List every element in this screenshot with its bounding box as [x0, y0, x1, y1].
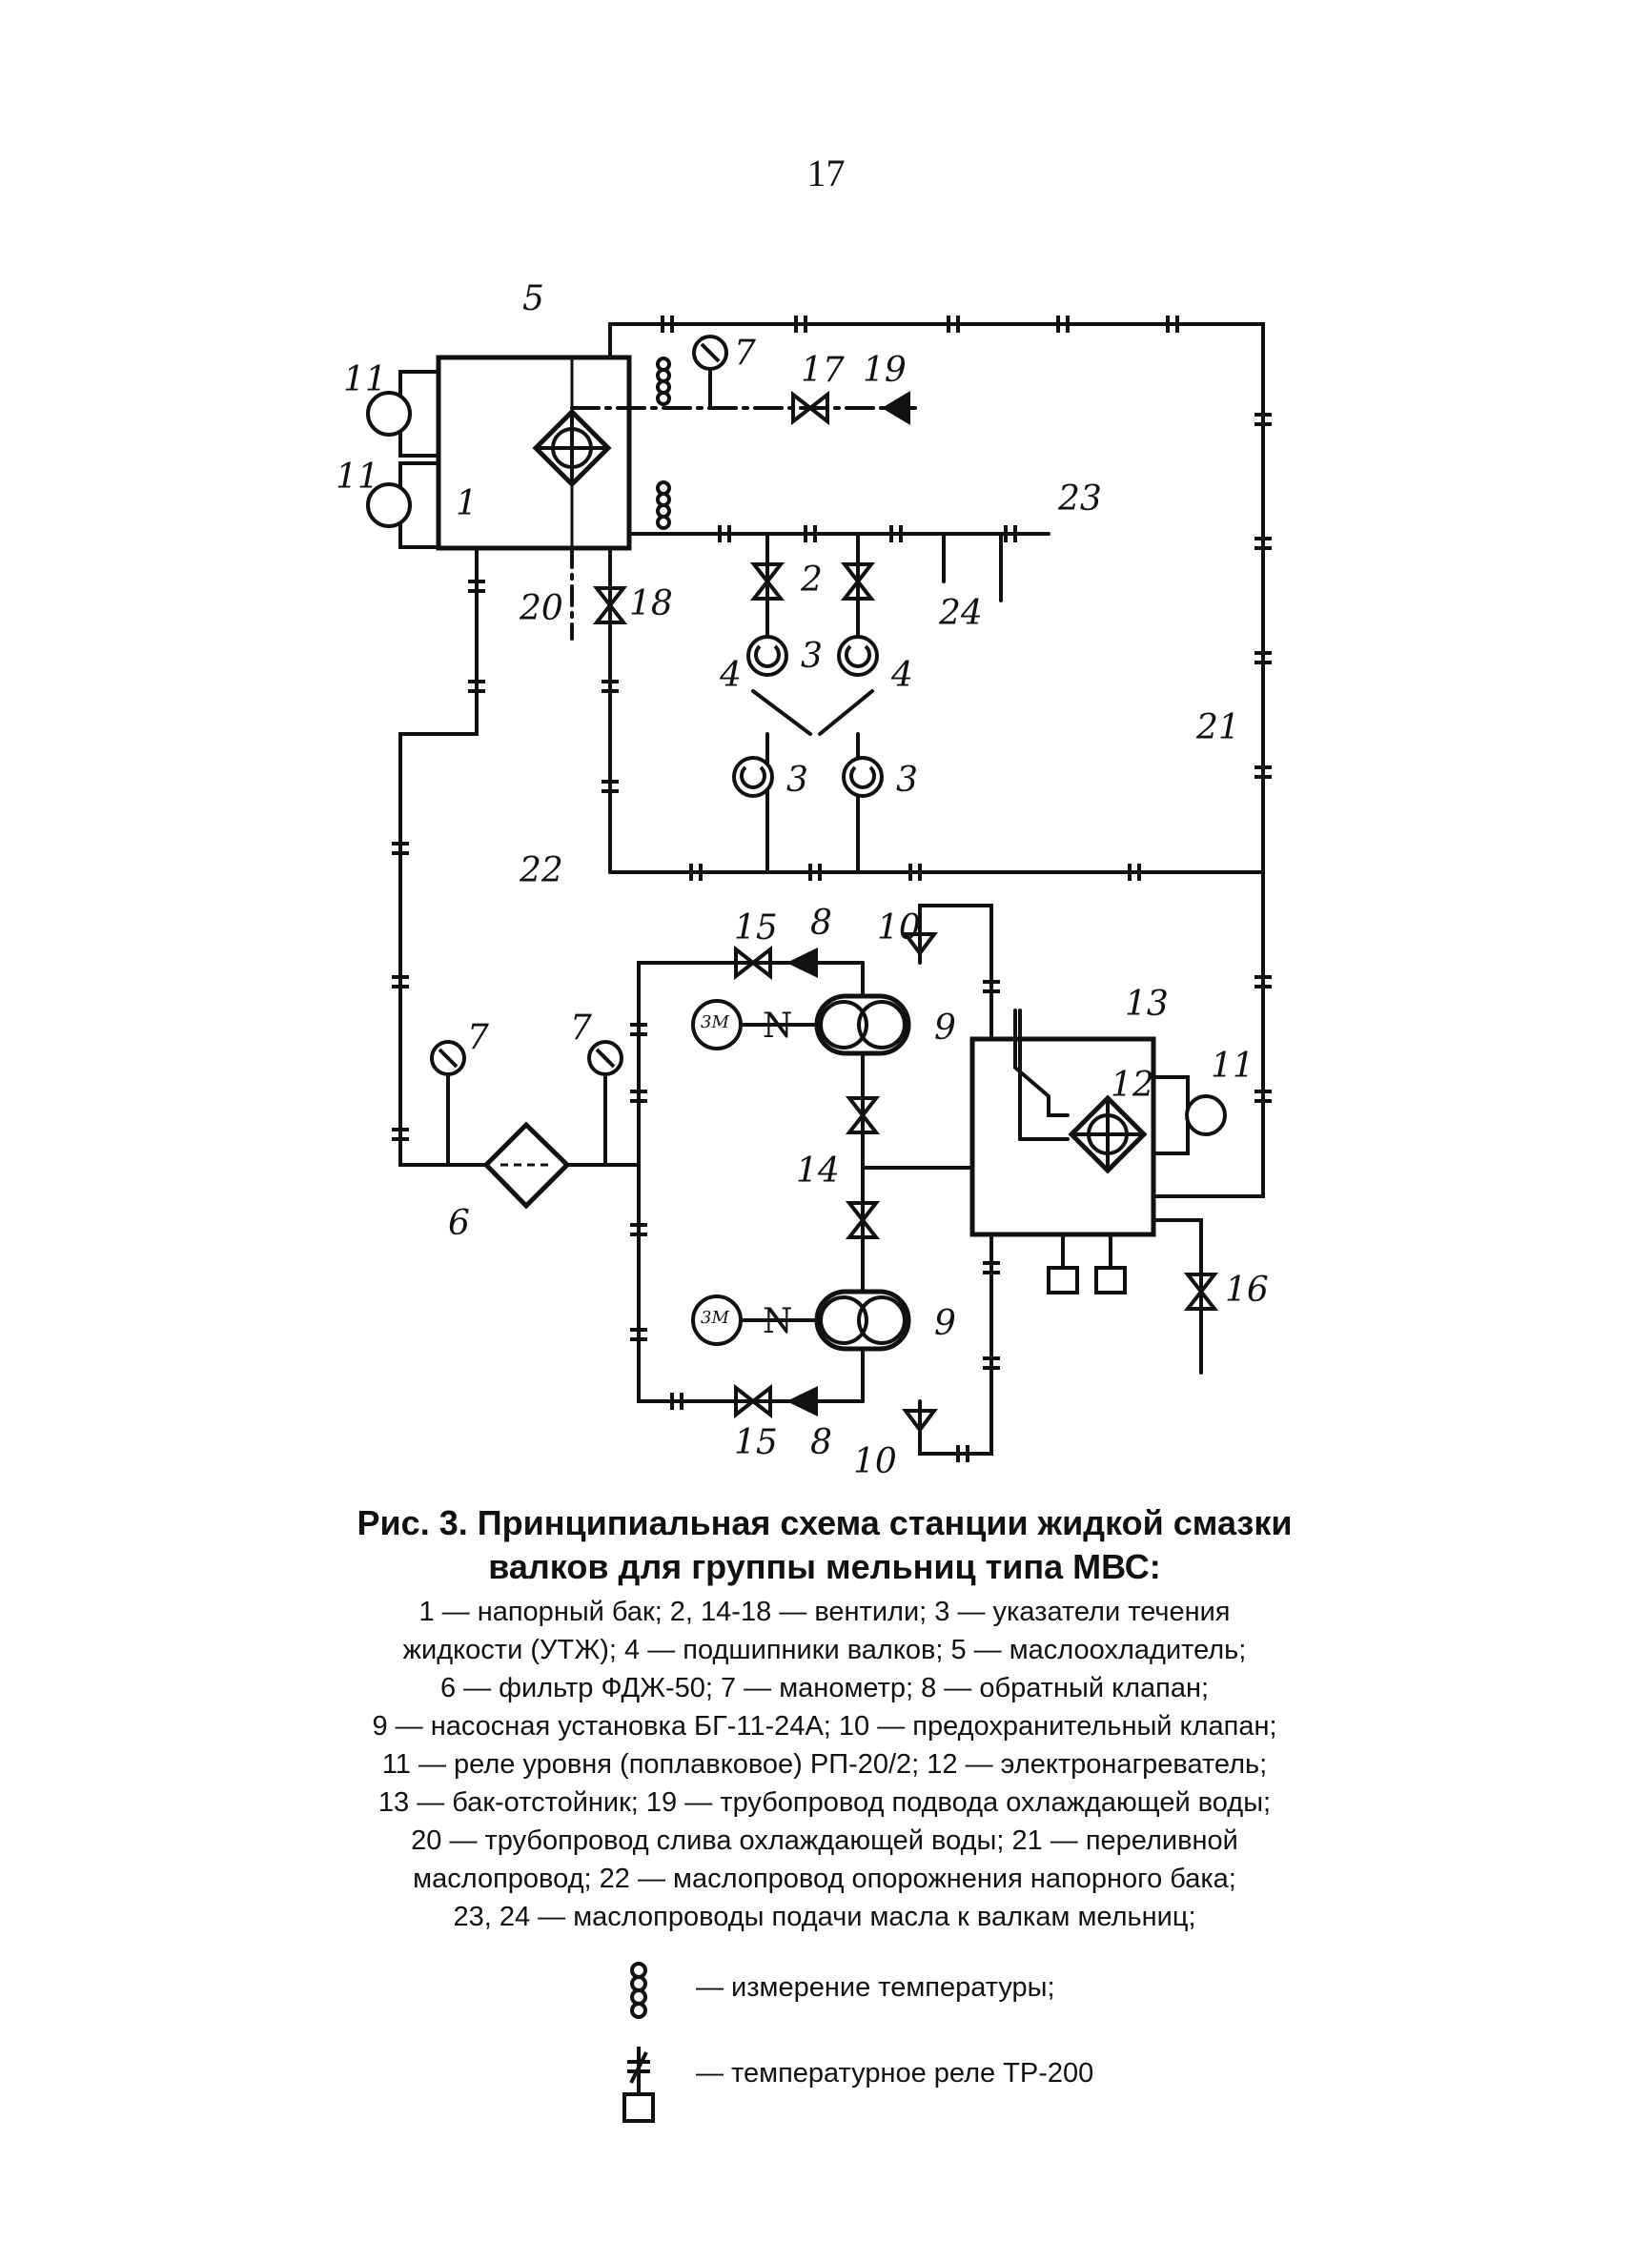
label-3b: 3: [786, 761, 808, 800]
label-5: 5: [522, 279, 544, 318]
check-valve-8a: [786, 948, 818, 978]
label-13: 13: [1125, 985, 1169, 1024]
temperature-relay-icon: [622, 2047, 655, 2123]
label-7b: 7: [467, 1018, 489, 1057]
caption-items: 1 — напорный бак; 2, 14-18 — вентили; 3 …: [238, 1593, 1411, 1936]
label-6: 6: [448, 1204, 470, 1243]
flow-indicator-3b: [837, 635, 879, 677]
check-valve-8b: [786, 1386, 818, 1417]
pressure-gauge-7a: [692, 335, 728, 371]
level-relay-11b: [366, 482, 412, 528]
label-19: 19: [863, 351, 907, 390]
filter-6: [482, 1121, 571, 1210]
label-10b: 10: [853, 1442, 897, 1481]
n-label-a: N: [763, 1007, 793, 1046]
label-15b: 15: [734, 1423, 778, 1462]
label-24: 24: [938, 594, 983, 633]
label-9a: 9: [934, 1009, 956, 1048]
label-3a: 3: [801, 637, 823, 676]
motor-label-b: 3M: [701, 1308, 729, 1328]
flow-indicator-3c: [732, 756, 774, 798]
label-16: 16: [1225, 1271, 1269, 1310]
caption-item: 20 — трубопровод слива охлаждающей воды;…: [411, 1825, 1238, 1856]
label-9b: 9: [934, 1304, 956, 1343]
motor-label-a: 3M: [701, 1012, 729, 1032]
caption-item: жидкости (УТЖ); 4 — подшипники валков; 5…: [402, 1635, 1247, 1665]
page-number: 17: [806, 152, 846, 194]
label-11a: 11: [343, 360, 387, 399]
label-7c: 7: [570, 1009, 592, 1048]
label-21: 21: [1195, 708, 1240, 747]
caption-item: 6 — фильтр ФДЖ-50; 7 — манометр; 8 — обр…: [439, 1673, 1210, 1703]
pump-unit-9a: [817, 996, 908, 1053]
label-20: 20: [519, 589, 563, 628]
label-8b: 8: [810, 1423, 832, 1462]
level-relay-11a: [366, 391, 412, 437]
label-4b: 4: [890, 656, 913, 695]
caption-item: маслопровод; 22 — маслопровод опорожнени…: [413, 1864, 1236, 1894]
label-8a: 8: [810, 904, 832, 943]
label-11b: 11: [336, 458, 379, 497]
caption-item: 1 — напорный бак; 2, 14-18 — вентили; 3 …: [418, 1597, 1231, 1627]
relief-valve-10a: [902, 932, 938, 957]
label-14: 14: [796, 1152, 840, 1191]
label-15a: 15: [734, 908, 778, 948]
flow-indicator-3a: [746, 635, 788, 677]
label-22: 22: [519, 851, 563, 890]
flow-indicator-3d: [842, 756, 884, 798]
caption-item: 13 — бак-отстойник; 19 — трубопровод под…: [377, 1787, 1272, 1818]
figure-caption: Рис. 3. Принципиальная схема станции жид…: [238, 1501, 1411, 1936]
label-18: 18: [629, 584, 673, 623]
label-17: 17: [801, 351, 845, 390]
pressure-gauge-7c: [587, 1040, 623, 1076]
caption-item: 23, 24 — маслопроводы подачи масла к вал…: [453, 1902, 1196, 1932]
legend-text: — температурное реле ТР-200: [696, 2058, 1094, 2089]
temperature-sensor-b: [656, 480, 671, 530]
caption-item: 11 — реле уровня (поплавковое) РП-20/2; …: [381, 1749, 1268, 1780]
temperature-sensor-a: [656, 357, 671, 406]
pump-unit-9b: [817, 1292, 908, 1349]
relief-valve-10b: [902, 1409, 938, 1434]
pressure-gauge-7b: [430, 1040, 466, 1076]
label-1: 1: [456, 484, 478, 523]
label-10a: 10: [877, 908, 921, 948]
temperature-measurement-icon: [630, 1962, 647, 2019]
lubrication-station-schematic: 5 1 11 11 7 17 19 23 2 24 20 18 3 4 4 3 …: [336, 279, 1274, 1481]
label-11c: 11: [1211, 1047, 1254, 1086]
label-2: 2: [800, 560, 823, 600]
label-4a: 4: [719, 656, 742, 695]
caption-title-line1: Рис. 3. Принципиальная схема станции жид…: [357, 1503, 1293, 1542]
caption-item: 9 — насосная установка БГ-11-24А; 10 — п…: [372, 1711, 1277, 1742]
n-label-b: N: [763, 1302, 793, 1341]
caption-title-line2: валков для группы мельниц типа МВС:: [488, 1547, 1161, 1586]
legend-text: — измерение температуры;: [696, 1972, 1055, 2003]
level-relay-11c: [1185, 1094, 1227, 1136]
label-23: 23: [1057, 479, 1102, 519]
label-7a: 7: [734, 334, 756, 373]
label-3c: 3: [896, 761, 918, 800]
label-12: 12: [1111, 1066, 1154, 1105]
